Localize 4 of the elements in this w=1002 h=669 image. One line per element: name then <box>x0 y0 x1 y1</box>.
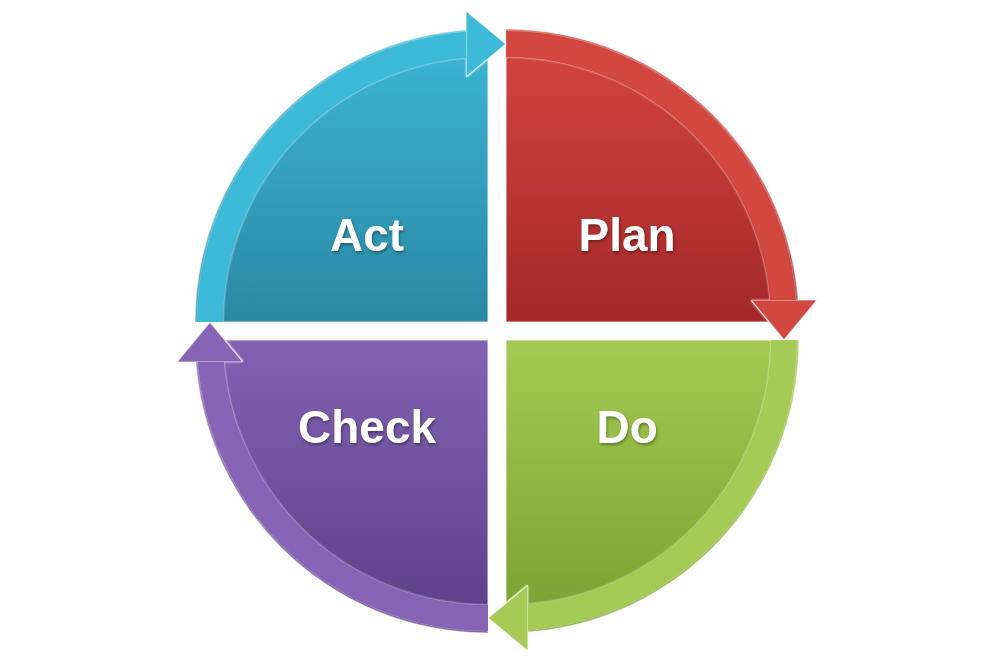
step-label: Act <box>330 209 405 261</box>
step-label: Do <box>596 401 658 453</box>
step-label: Plan <box>578 209 676 261</box>
step-label: Check <box>298 401 437 453</box>
